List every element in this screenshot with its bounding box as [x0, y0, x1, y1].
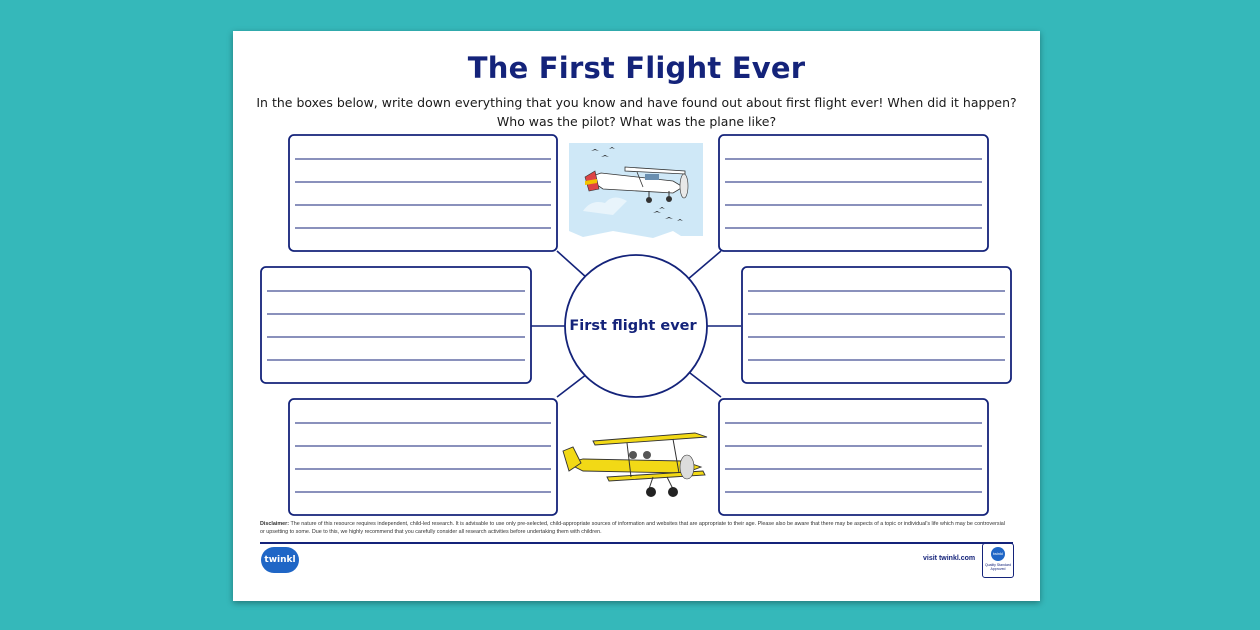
- connector-lines: [531, 250, 741, 398]
- footer-divider: [260, 542, 1013, 544]
- twinkl-logo[interactable]: twinkl: [261, 547, 299, 573]
- writing-lines: [267, 158, 1005, 493]
- quality-badge-icon: twinkl Quality Standard Approved: [982, 543, 1014, 578]
- badge-caption: Quality Standard Approved: [984, 563, 1012, 571]
- writing-box-middle-right[interactable]: [741, 266, 1012, 384]
- monoplane-illustration: [569, 143, 703, 238]
- writing-box-middle-left[interactable]: [260, 266, 532, 384]
- writing-box-top-right[interactable]: [718, 134, 989, 252]
- writing-box-top-left[interactable]: [288, 134, 558, 252]
- mind-map: [260, 134, 1012, 516]
- instructions-text: In the boxes below, write down everythin…: [256, 95, 1017, 129]
- center-circle: [564, 254, 708, 398]
- writing-box-bottom-left[interactable]: [288, 398, 558, 516]
- writing-box-bottom-right[interactable]: [718, 398, 989, 516]
- visit-link[interactable]: visit twinkl.com: [923, 555, 976, 562]
- worksheet-page: The First Flight Ever In the boxes below…: [233, 31, 1040, 601]
- disclaimer-heading: Disclaimer:: [260, 521, 290, 527]
- biplane-illustration: [562, 432, 708, 497]
- page-title: The First Flight Ever: [467, 51, 806, 85]
- center-topic-label: First flight ever: [569, 318, 697, 334]
- badge-logo: twinkl: [991, 547, 1005, 561]
- disclaimer: Disclaimer: The nature of this resource …: [260, 520, 1010, 536]
- disclaimer-body: The nature of this resource requires ind…: [260, 521, 1005, 535]
